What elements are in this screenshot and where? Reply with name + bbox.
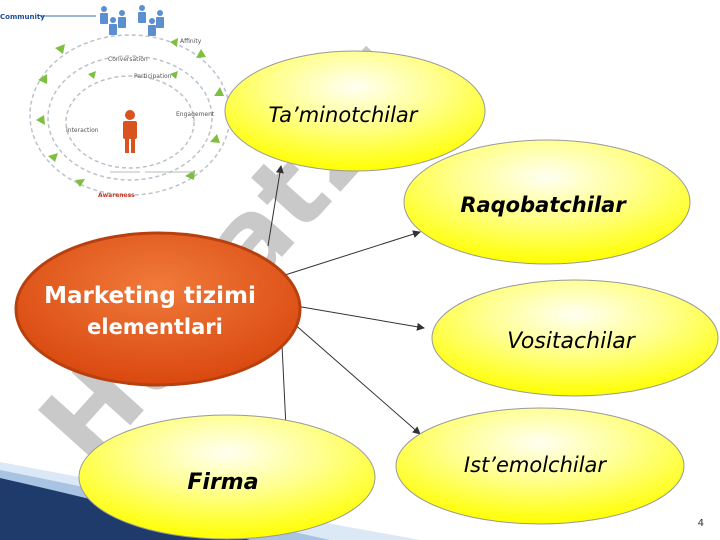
affinity-label: Affinity <box>180 38 202 45</box>
engagement-graphic: Community Affini <box>0 5 231 199</box>
interaction-label: Interaction <box>66 127 99 134</box>
center-title-line2: elementlari <box>87 315 223 339</box>
community-label: Community <box>0 13 45 21</box>
page-number: 4 <box>698 518 704 529</box>
node-taminotchilar-label: Ta’minotchilar <box>269 103 419 127</box>
node-firma-label: Firma <box>187 470 258 495</box>
node-istemolchilar-label: Ist’emolchilar <box>464 453 607 477</box>
participation-label: Participation <box>134 73 172 80</box>
people-icons <box>100 5 164 36</box>
node-raqobatchilar-label: Raqobatchilar <box>460 193 627 217</box>
center-node: Marketing tizimi elementlari <box>14 231 302 387</box>
node-vositachilar-label: Vositachilar <box>507 329 637 354</box>
node-taminotchilar: Ta’minotchilar <box>224 50 486 172</box>
ring-inner <box>65 75 195 169</box>
node-firma: Firma <box>78 414 376 540</box>
node-istemolchilar: Ist’emolchilar <box>395 407 685 525</box>
engagement-label: Engagement <box>176 111 215 118</box>
node-raqobatchilar: Raqobatchilar <box>403 139 691 265</box>
center-title-line1: Marketing tizimi <box>44 283 256 309</box>
node-vositachilar: Vositachilar <box>431 279 719 397</box>
connector-arrows <box>267 165 425 435</box>
awareness-label: Awareness <box>98 192 135 199</box>
ring-middle <box>47 55 213 181</box>
conversation-label: Conversation <box>108 56 148 63</box>
person-icon <box>123 110 137 153</box>
